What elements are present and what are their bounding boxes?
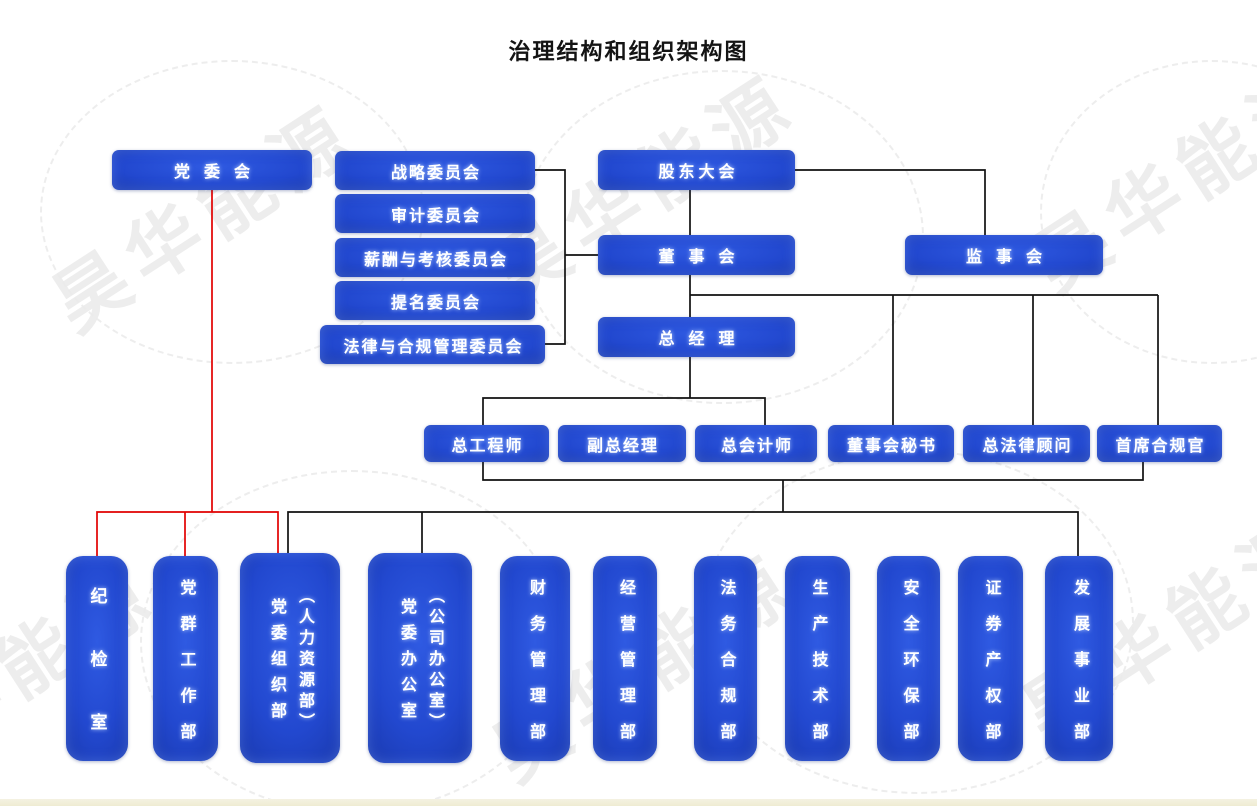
node-dept-legal-compliance: 法务合规部 <box>694 556 757 761</box>
node-audit-committee: 审计委员会 <box>335 194 535 233</box>
node-label: 党群工作部 <box>177 578 195 759</box>
node-dept-discipline-office: 纪检室 <box>66 556 128 776</box>
node-dept-production-tech: 生产技术部 <box>785 556 850 761</box>
node-dept-party-office: 党委办公室 （公司办公室） <box>368 553 472 763</box>
node-label: 监事会 <box>965 249 1056 266</box>
node-label: 股东大会 <box>658 164 739 181</box>
node-label: 纪检室 <box>87 587 107 776</box>
node-label: 总经理 <box>658 331 749 348</box>
node-board-of-directors: 董事会 <box>598 235 795 275</box>
node-label: 战略委员会 <box>390 164 481 182</box>
node-label: 生产技术部 <box>809 578 827 759</box>
node-dept-party-organization: 党委组织部 （人力资源部） <box>240 553 340 763</box>
node-sublabel: （人力资源部） <box>296 587 313 734</box>
node-label: 首席合规官 <box>1115 437 1206 455</box>
node-shareholders-meeting: 股东大会 <box>598 150 795 190</box>
node-label: 安全环保部 <box>900 578 918 759</box>
node-sublabel: （公司办公室） <box>426 587 443 734</box>
node-chief-engineer: 总工程师 <box>424 425 549 462</box>
connector-dept-bus <box>287 511 1079 556</box>
node-label: 薪酬与考核委员会 <box>363 251 508 269</box>
node-label: 总法律顾问 <box>982 437 1073 455</box>
node-label: 党委组织部 <box>268 598 285 728</box>
node-chief-accountant: 总会计师 <box>695 425 817 462</box>
node-dept-development: 发展事业部 <box>1045 556 1113 761</box>
node-label: 证券产权部 <box>982 578 1000 759</box>
node-board-secretary: 董事会秘书 <box>828 425 954 462</box>
node-dept-safety-environment: 安全环保部 <box>877 556 940 761</box>
node-chief-compliance-officer: 首席合规官 <box>1097 425 1222 462</box>
connector-party-bus <box>96 511 279 556</box>
node-remuneration-committee: 薪酬与考核委员会 <box>335 238 535 277</box>
node-label: 副总经理 <box>586 437 659 455</box>
node-label: 董事会秘书 <box>846 437 937 455</box>
node-label: 总工程师 <box>451 437 524 455</box>
node-supervisory-board: 监事会 <box>905 235 1103 275</box>
node-label: 党委会 <box>173 164 264 181</box>
connector-gm-branch <box>482 397 766 425</box>
page-bottom-strip <box>0 799 1257 806</box>
connector-shareholders-supervisory <box>795 169 986 235</box>
node-dept-party-mass-work: 党群工作部 <box>153 556 218 761</box>
node-deputy-gm: 副总经理 <box>558 425 686 462</box>
node-label: 总会计师 <box>720 437 793 455</box>
connector-exec-bus <box>482 462 1144 481</box>
node-label: 经营管理部 <box>617 578 634 759</box>
node-party-committee: 党委会 <box>112 150 312 190</box>
node-label: 提名委员会 <box>390 294 481 312</box>
connector-committees-trunk <box>535 169 566 345</box>
node-label: 法律与合规管理委员会 <box>343 338 524 356</box>
node-label: 财务管理部 <box>527 578 544 759</box>
node-legal-compliance-committee: 法律与合规管理委员会 <box>320 325 545 364</box>
page-title: 治理结构和组织架构图 <box>508 39 749 64</box>
node-label: 法务合规部 <box>717 578 735 759</box>
node-strategy-committee: 战略委员会 <box>335 151 535 190</box>
node-label: 发展事业部 <box>1071 578 1088 759</box>
node-general-manager: 总经理 <box>598 317 795 357</box>
node-label: 审计委员会 <box>390 207 481 225</box>
node-dept-finance: 财务管理部 <box>500 556 570 761</box>
node-general-counsel: 总法律顾问 <box>963 425 1090 462</box>
node-dept-securities-property: 证券产权部 <box>958 556 1023 761</box>
node-nomination-committee: 提名委员会 <box>335 281 535 320</box>
node-label: 党委办公室 <box>398 598 415 728</box>
node-label: 董事会 <box>658 249 749 266</box>
node-dept-operations: 经营管理部 <box>593 556 657 761</box>
